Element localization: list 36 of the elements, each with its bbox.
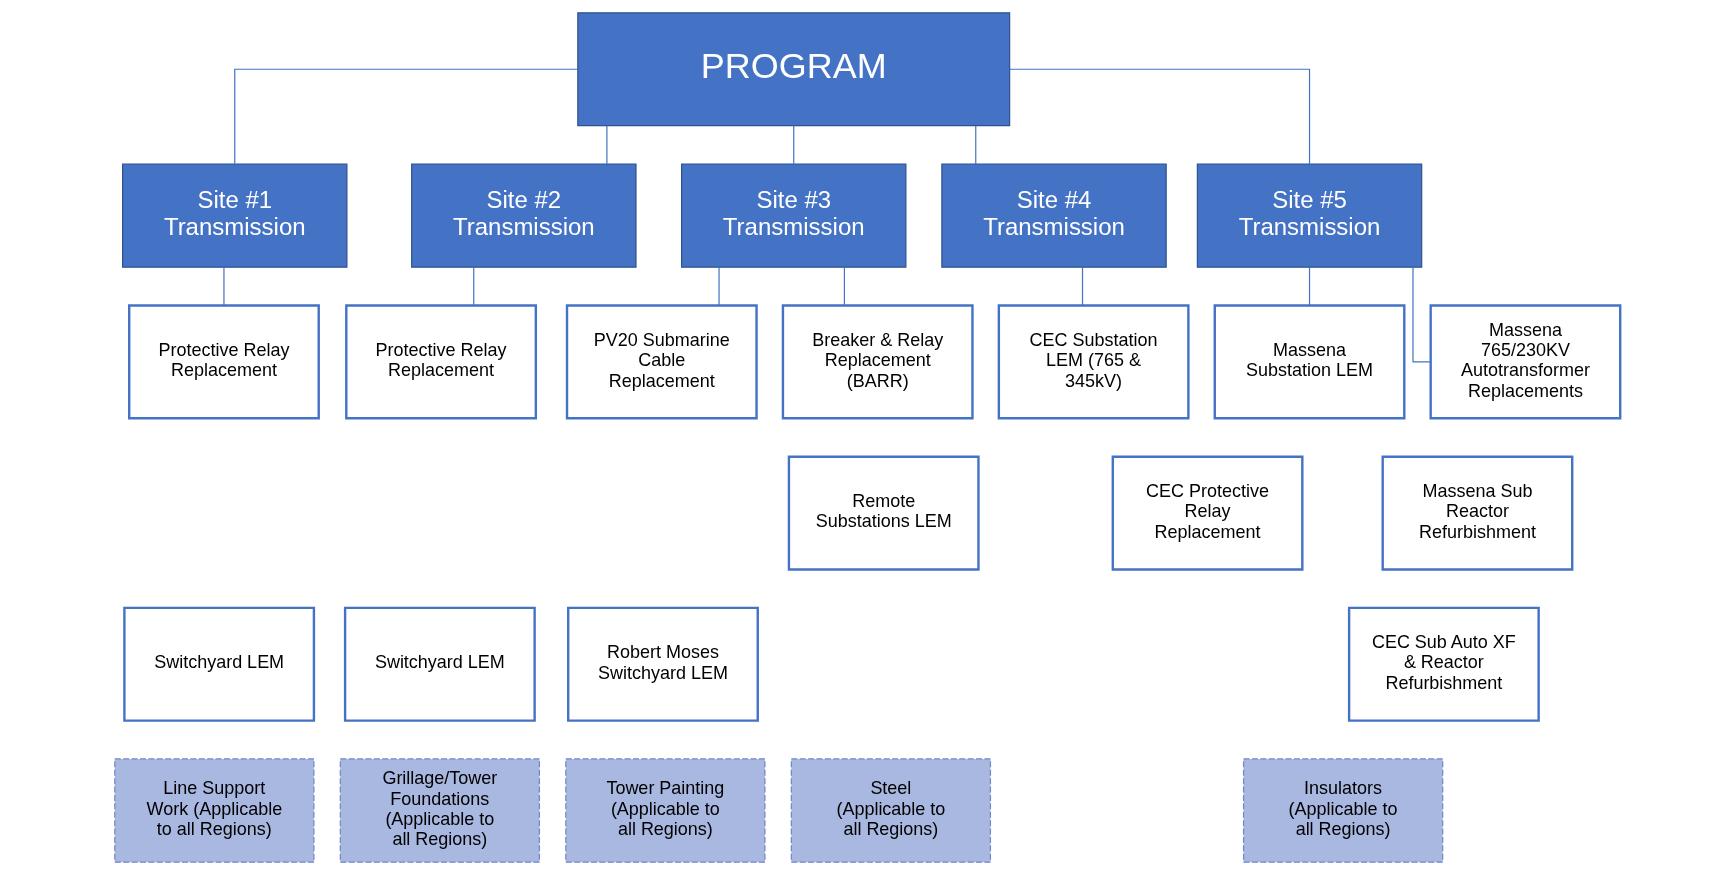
node-box: CEC Protective Relay Replacement	[1111, 455, 1304, 571]
connector	[473, 266, 475, 306]
node-box: Robert Moses Switchyard LEM	[567, 606, 759, 722]
node-box: PROGRAM	[577, 12, 1011, 127]
node-box: Remote Substations LEM	[787, 455, 980, 571]
node-box: Protective Relay Replacement	[128, 304, 320, 420]
node-box: CEC Sub Auto XF & Reactor Refurbishment	[1347, 606, 1540, 722]
node-box: Site #5 Transmission	[1196, 163, 1423, 268]
connector	[1009, 68, 1311, 165]
node-box: Protective Relay Replacement	[345, 304, 538, 420]
node-box: Switchyard LEM	[343, 606, 536, 722]
node-box: Site #4 Transmission	[941, 163, 1167, 268]
node-box: Massena Substation LEM	[1213, 304, 1406, 420]
node-box: Line Support Work (Applicable to all Regions)	[114, 758, 315, 863]
node-box: Site #1 Transmission	[122, 163, 348, 268]
node-box: Massena 765/230KV Autotransformer Replacements	[1429, 304, 1622, 420]
connector	[1308, 266, 1311, 306]
connector	[223, 266, 225, 306]
node-box: Breaker & Relay Replacement (BARR)	[781, 304, 974, 420]
connector	[718, 266, 720, 306]
connector	[843, 266, 845, 306]
node-box: Grillage/Tower Foundations (Applicable to all Regions)	[339, 758, 541, 863]
connector	[234, 68, 579, 165]
node-box: Steel (Applicable to all Regions)	[790, 758, 992, 863]
node-box: Massena Sub Reactor Refurbishment	[1381, 455, 1574, 571]
connector	[975, 125, 977, 165]
connector	[1081, 266, 1084, 306]
node-box: Insulators (Applicable to all Regions)	[1242, 758, 1444, 863]
node-box: PV20 Submarine Cable Replacement	[565, 304, 758, 420]
node-box: Switchyard LEM	[123, 606, 316, 722]
connector	[606, 125, 608, 165]
connector	[793, 125, 795, 165]
node-box: Site #3 Transmission	[680, 163, 907, 268]
node-box: Tower Painting (Applicable to all Regions)	[565, 758, 766, 863]
node-box: CEC Substation LEM (765 & 345kV)	[997, 304, 1190, 420]
node-box: Site #2 Transmission	[411, 163, 637, 268]
